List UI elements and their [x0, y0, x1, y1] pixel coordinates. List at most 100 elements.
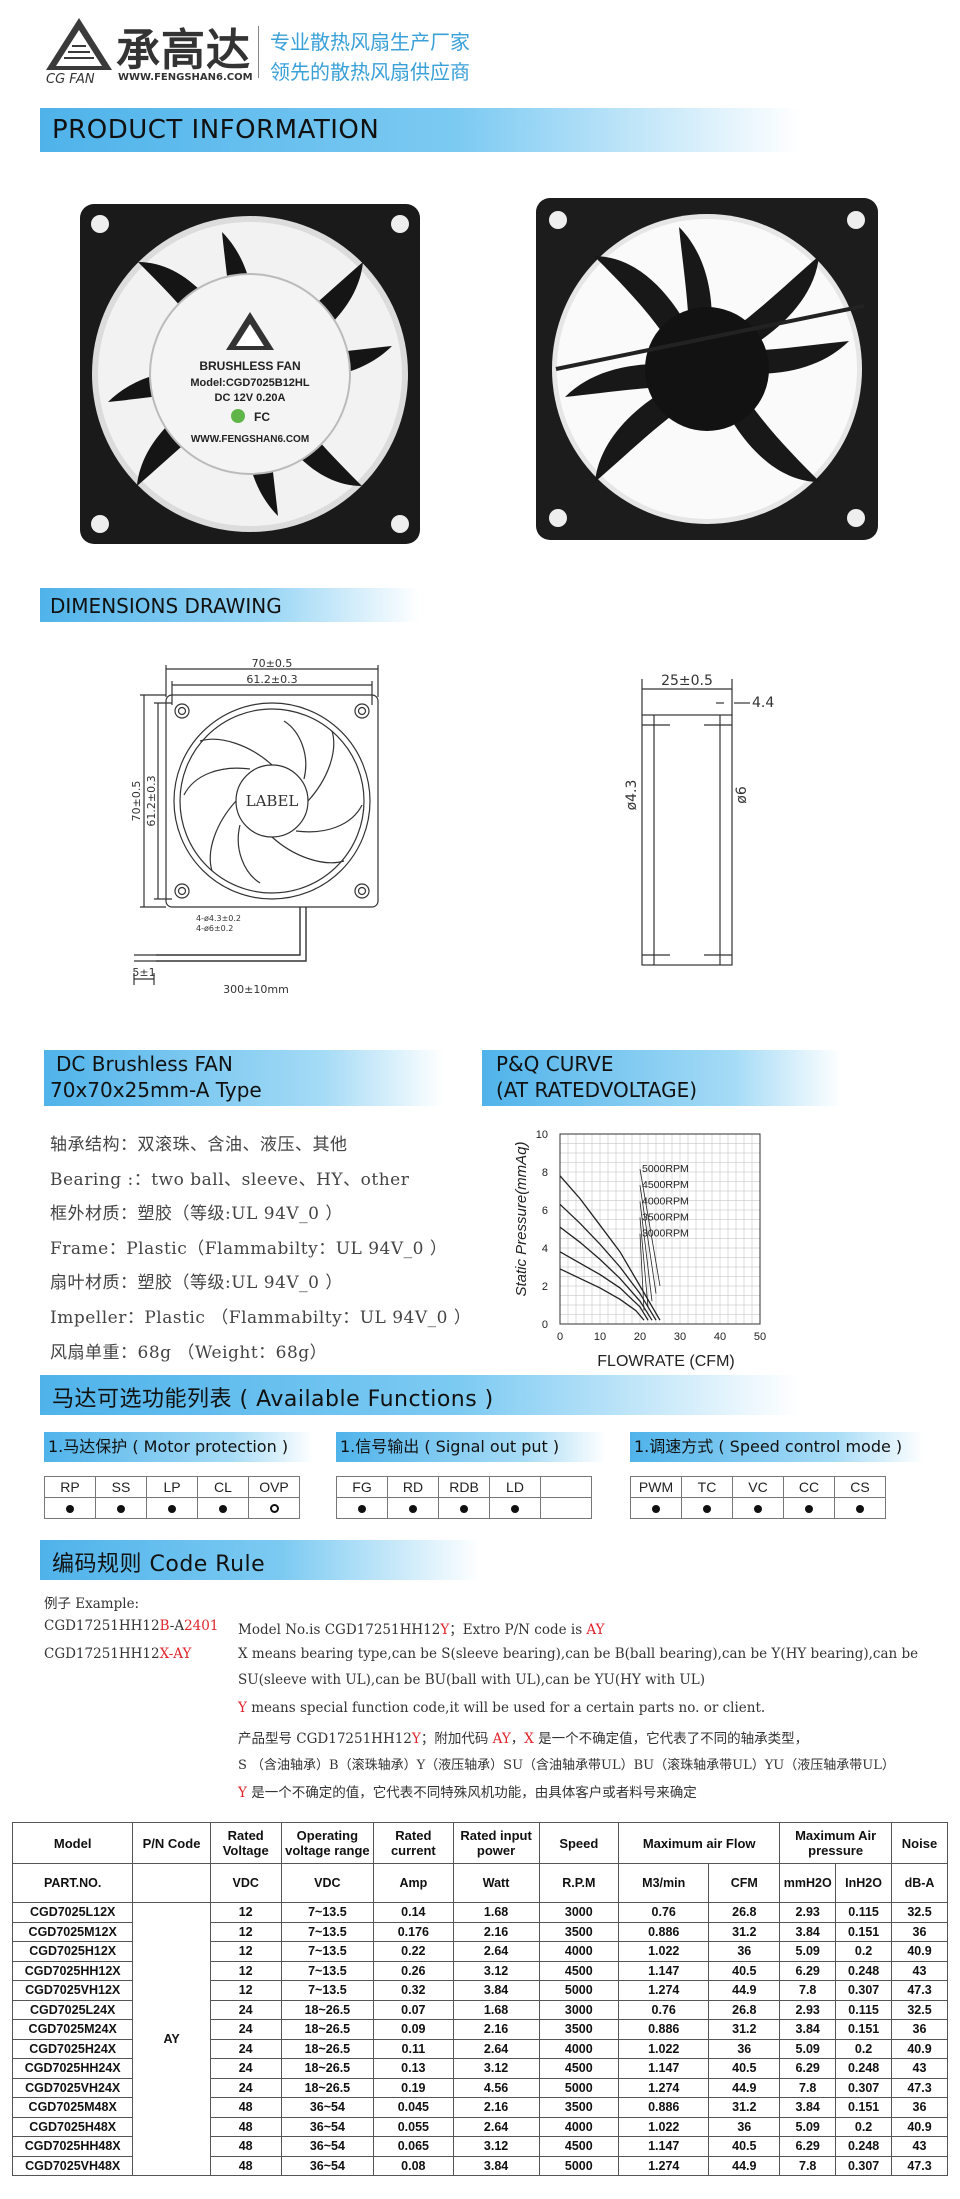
table-cell: 0.886 — [618, 2097, 710, 2118]
speed-control-table: PWM TC VC CC CS — [630, 1476, 886, 1519]
table-cell: CGD7025L12X — [11, 1902, 134, 1923]
series-line-4500rpm — [559, 1203, 657, 1321]
table-cell: 18~26.5 — [280, 2019, 375, 2040]
table-cell: 1.274 — [618, 2155, 710, 2176]
table-cell: 40.9 — [891, 2116, 948, 2137]
signal-output-title: 1.信号输出 ( Signal out put ) — [336, 1432, 606, 1462]
table-cell: 5000 — [538, 1980, 620, 2001]
table-cell: 2.93 — [779, 1999, 837, 2020]
table-cell: 0.13 — [373, 2058, 454, 2079]
table-cell: 48 — [209, 2155, 282, 2176]
dim-rim: 4.4 — [752, 695, 774, 711]
table-cell: 26.8 — [708, 1902, 781, 1923]
dim-lead: 5±1 — [132, 966, 155, 979]
th-input-power: Rated input power — [452, 1822, 540, 1864]
spec-table: Model P/N Code Rated Voltage Operating v… — [11, 1822, 948, 2176]
table-cell: 0.08 — [373, 2155, 454, 2176]
table-cell: 0.176 — [373, 1921, 454, 1942]
unit-cell — [132, 1863, 211, 1903]
cn-desc-2: S （含油轴承）B（滚珠轴承）Y（液压轴承）SU（含油轴承带UL）BU（滚珠轴承… — [238, 1758, 895, 1773]
table-cell: 0.14 — [373, 1902, 454, 1923]
series-line-4000rpm — [559, 1226, 653, 1321]
table-cell: 3.12 — [452, 2136, 540, 2157]
slogan-2: 领先的散热风扇供应商 — [270, 60, 470, 84]
fan-label-line1: BRUSHLESS FAN — [199, 359, 300, 373]
func-ss: SS — [95, 1476, 147, 1498]
spec-line: Impeller：Plastic （Flammabilty：UL 94V_0 ） — [50, 1308, 472, 1328]
legend-label: 3500RPM — [642, 1211, 689, 1223]
table-cell: 0.055 — [373, 2116, 454, 2137]
website[interactable]: WWW.FENGSHAN6.COM — [118, 72, 253, 83]
func-lp: LP — [146, 1476, 198, 1498]
y-tick-label: 0 — [542, 1319, 548, 1331]
legend-leader — [639, 1185, 657, 1294]
table-cell: 0.11 — [373, 2038, 454, 2059]
table-cell: 0.151 — [835, 2019, 893, 2040]
table-cell: CGD7025L24X — [11, 1999, 134, 2020]
th-speed: Speed — [538, 1822, 620, 1864]
table-cell: 12 — [209, 1902, 282, 1923]
option-dot-icon — [168, 1505, 176, 1513]
dimensions-banner: DIMENSIONS DRAWING — [40, 588, 420, 622]
table-cell: CGD7025HH48X — [11, 2136, 134, 2157]
table-cell: 0.248 — [835, 1960, 893, 1981]
example-desc-1: Model No.is CGD17251HH12Y；Extro P/N code… — [238, 1622, 605, 1638]
table-cell: 1.147 — [618, 2136, 710, 2157]
legend-leader — [639, 1217, 649, 1307]
func-ld: LD — [489, 1476, 541, 1498]
table-cell: 0.115 — [835, 1902, 893, 1923]
functions-title: 马达可选功能列表 ( Available Functions ) — [52, 1387, 494, 1412]
func-ovp: OVP — [248, 1476, 300, 1498]
spec-line: Frame：Plastic（Flammabilty：UL 94V_0 ） — [50, 1239, 448, 1259]
th-air-pressure: Maximum Air pressure — [779, 1822, 893, 1864]
motor-protection-table: RP SS LP CL OVP — [44, 1476, 300, 1519]
table-cell: 2.64 — [452, 1941, 540, 1962]
table-cell: 0.32 — [373, 1980, 454, 2001]
table-cell: 3500 — [538, 2097, 620, 2118]
product-info-title: PRODUCT INFORMATION — [52, 115, 380, 145]
dim-thickness: 25±0.5 — [661, 673, 713, 689]
dimensions-title: DIMENSIONS DRAWING — [50, 594, 282, 618]
table-cell: CGD7025HH24X — [11, 2058, 134, 2079]
table-cell: 1.147 — [618, 2058, 710, 2079]
y-meaning: Y means special function code,it will be… — [238, 1700, 766, 1716]
table-cell: 7~13.5 — [280, 1980, 375, 2001]
unit-cell: InH2O — [835, 1863, 893, 1903]
table-cell: 0.307 — [835, 1980, 893, 2001]
table-cell: 7.8 — [779, 2155, 837, 2176]
table-cell: 1.022 — [618, 1941, 710, 1962]
example-label: 例子 Example: — [44, 1596, 140, 1612]
logo-triangle-icon — [46, 18, 112, 70]
fan-label-line3: DC 12V 0.20A — [215, 392, 286, 404]
unit-cell: mmH2O — [779, 1863, 837, 1903]
chart-frame — [559, 1133, 761, 1325]
speed-control-title: 1.调速方式 ( Speed control mode ) — [630, 1432, 924, 1462]
table-cell: CGD7025H48X — [11, 2116, 134, 2137]
y-tick-label: 6 — [542, 1205, 548, 1217]
y-tick-label: 10 — [536, 1129, 548, 1141]
table-cell: 0.886 — [618, 1921, 710, 1942]
spec-line: 扇叶材质：塑胶（等级:UL 94V_0 ） — [50, 1273, 343, 1293]
table-cell: 4.56 — [452, 2077, 540, 2098]
dim-diameter-2: ø6 — [734, 786, 750, 804]
legend-label: 4500RPM — [642, 1179, 689, 1191]
table-cell: 32.5 — [891, 1902, 948, 1923]
table-cell: 44.9 — [708, 2155, 781, 2176]
logo-en: CG FAN — [46, 72, 95, 87]
table-cell: 44.9 — [708, 1980, 781, 2001]
code-rule-title: 编码规则 Code Rule — [52, 1552, 266, 1577]
dc-title-1: DC Brushless FAN — [56, 1052, 233, 1076]
table-cell: 5000 — [538, 2155, 620, 2176]
table-cell: 44.9 — [708, 2077, 781, 2098]
table-cell: 3000 — [538, 1902, 620, 1923]
table-cell: 3500 — [538, 2019, 620, 2040]
fan-label-line2: Model:CGD7025B12HL — [190, 377, 309, 389]
table-cell: 36~54 — [280, 2155, 375, 2176]
table-cell: 36 — [891, 2097, 948, 2118]
